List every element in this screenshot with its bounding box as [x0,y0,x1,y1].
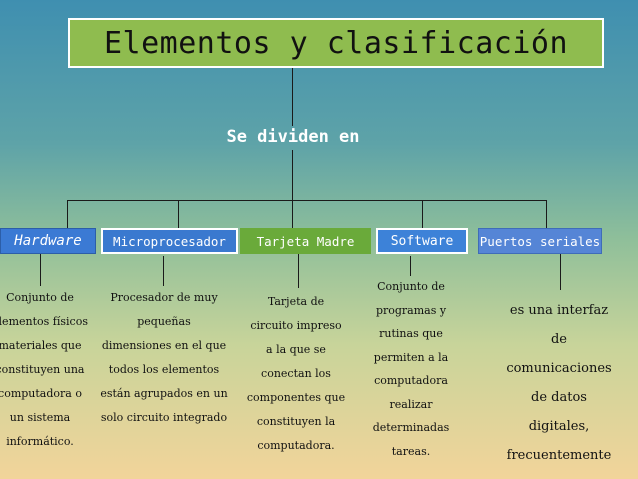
description-microprocesador: Procesador de muy pequeñas dimensiones e… [99,286,229,430]
description-line: constituyen la [256,415,336,428]
connector-bus-puertos-seriales [546,200,547,228]
description-line: Procesador de muy [110,291,218,304]
title-box: Elementos y clasificación [68,18,604,68]
node-software: Software [376,228,468,254]
node-hardware: Hardware [0,228,96,254]
description-line: tareas. [391,444,431,458]
description-puertos-seriales: es una interfaz de comunicaciones de dat… [500,296,618,470]
description-line: Conjunto de [377,280,445,293]
description-line: informático. [6,435,74,448]
connector-bus-software [422,200,423,228]
description-line: de [550,332,567,347]
description-hardware: Conjunto de elementos físicos materiales… [0,286,88,454]
description-line: Conjunto de [6,291,74,304]
description-line: un sistema [9,411,71,424]
description-line: constituyen una [0,363,85,376]
description-line: determinadas [372,421,450,434]
diagram-title: Elementos y clasificación [103,25,569,61]
description-line: realizar [389,397,433,411]
description-line: programas y [375,303,447,317]
description-software: Conjunto de programas y rutinas que perm… [364,275,458,463]
description-line: rutinas que [379,327,443,340]
connector-software-desc [410,256,411,276]
description-line: es una interfaz [509,303,609,318]
subtitle-label: Se dividen en [226,127,360,147]
connector-hardware-desc [40,254,41,286]
horizontal-bus [67,200,547,201]
connector-bus-tarjeta-madre [292,200,293,228]
description-line: dimensiones en el que [101,339,227,352]
connector-tarjeta-madre-desc [298,254,299,288]
connector-title-subtitle [292,68,293,126]
connector-microprocesador-desc [163,256,164,286]
connector-puertos-seriales-desc [560,254,561,290]
description-line: Tarjeta de [267,295,325,308]
description-line: comunicaciones [506,361,612,376]
connector-subtitle-bus [292,150,293,200]
description-line: conectan los [261,367,331,380]
description-line: están agrupados en un [100,387,228,400]
description-line: elementos físicos [0,315,88,328]
description-line: a la que se [266,343,326,356]
node-puertos-seriales: Puertos seriales [478,228,602,254]
description-line: frecuentemente [506,448,612,463]
description-line: computadora. [257,439,335,452]
description-line: computadora o [0,387,82,400]
node-tarjeta-madre: Tarjeta Madre [240,228,371,254]
connector-bus-hardware [67,200,68,228]
description-line: materiales que [0,339,82,352]
description-line: pequeñas [137,315,191,328]
description-line: computadora [374,374,448,387]
description-line: circuito impreso [250,319,342,332]
description-line: digitales, [528,419,590,434]
description-tarjeta-madre: Tarjeta de circuito impreso a la que se … [242,290,350,458]
connector-bus-microprocesador [178,200,179,228]
description-line: permiten a la [373,350,449,364]
description-line: todos los elementos [108,363,220,376]
description-line: de datos [531,390,587,405]
description-line: componentes que [246,391,346,404]
node-microprocesador: Microprocesador [101,228,238,254]
description-line: solo circuito integrado [100,411,228,424]
